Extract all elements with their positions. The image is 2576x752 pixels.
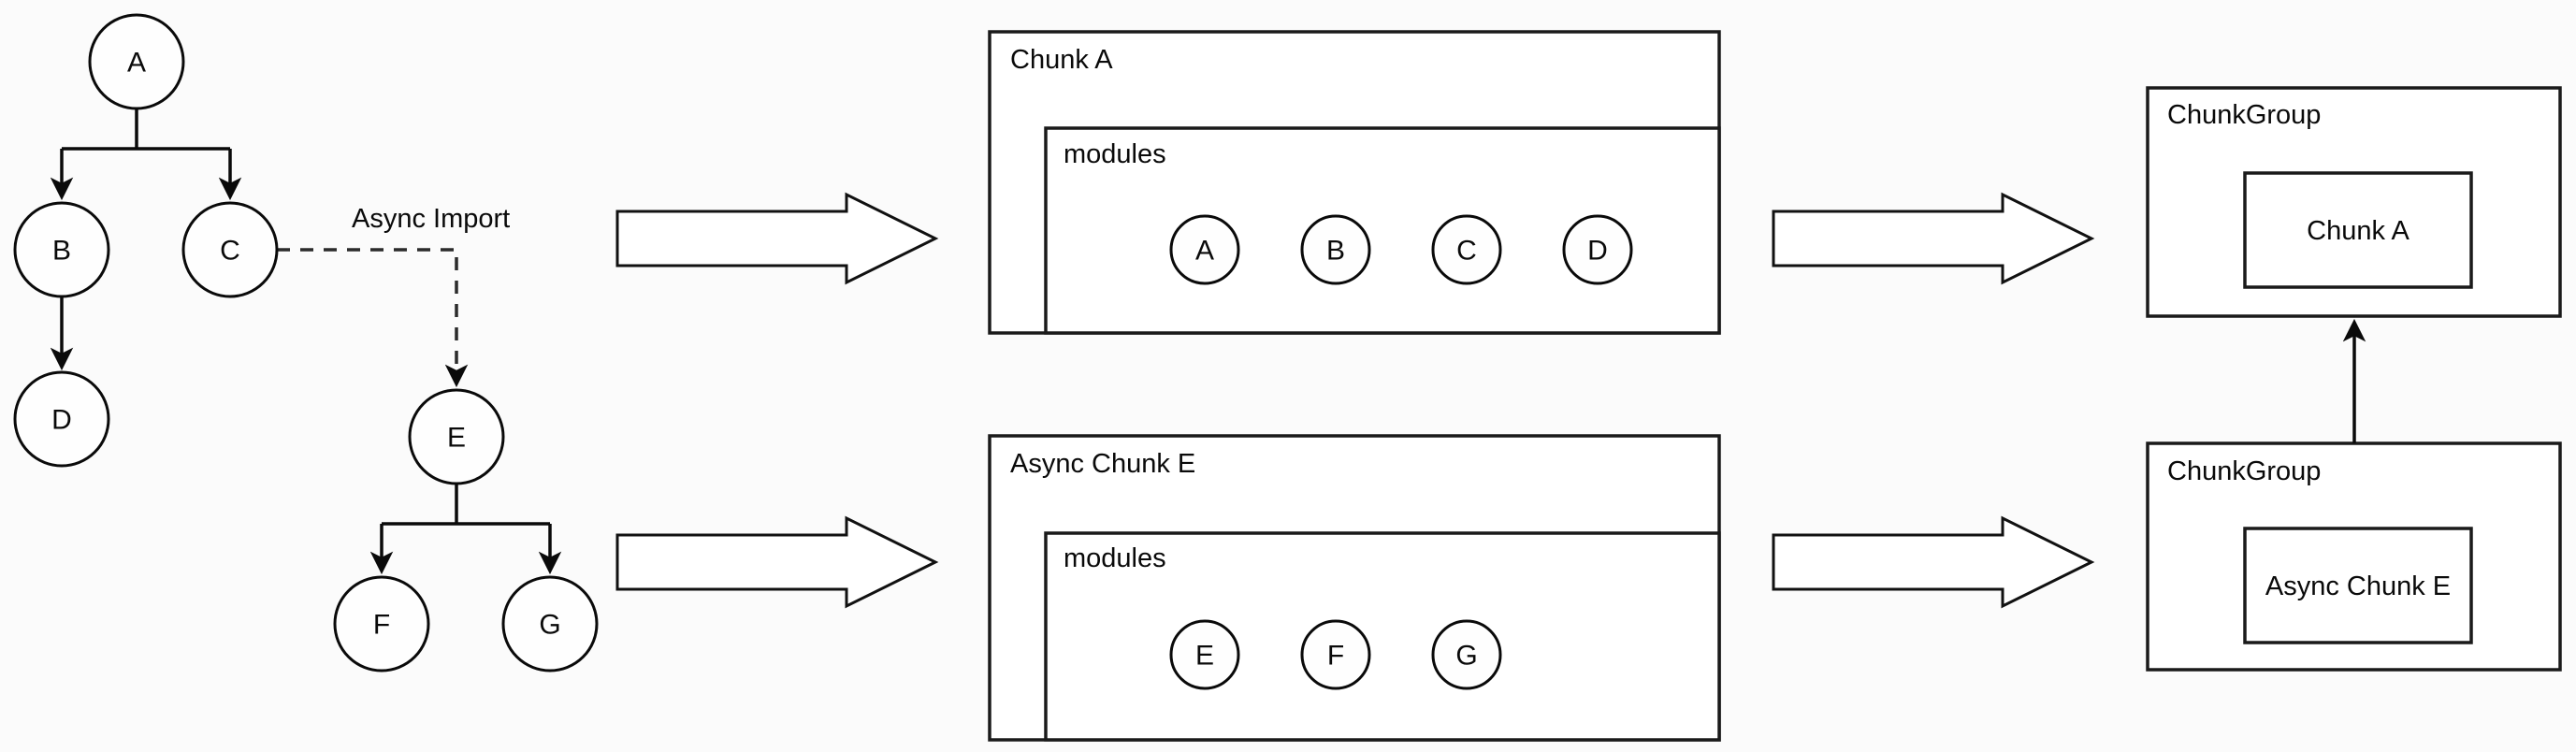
node-e-label: E <box>447 423 466 454</box>
node-g-circle[interactable] <box>501 575 599 672</box>
async-chunk-e-module-e-circle[interactable] <box>1169 619 1240 690</box>
arrow-chunk-a-to-group <box>1772 192 2095 285</box>
arrow-graph-to-chunk-e <box>615 515 939 609</box>
edge-c-to-e-async <box>277 248 469 388</box>
arrow-graph-to-chunk-a <box>615 192 939 285</box>
chunk-a-module-d-label: D <box>1587 236 1608 267</box>
async-chunk-e-module-f-label: F <box>1327 641 1344 672</box>
chunk-a-module-b[interactable]: B <box>1300 214 1371 285</box>
chunk-a-module-c-circle[interactable] <box>1431 214 1502 285</box>
node-e[interactable]: E <box>408 388 505 485</box>
chunk-group-a-chunk-label: Chunk A <box>2307 216 2410 246</box>
chunk-group-e-title: ChunkGroup <box>2167 456 2321 486</box>
async-chunk-e-box[interactable]: Async Chunk E modules E F G <box>988 434 1721 742</box>
arrow-chunk-e-to-group <box>1772 515 2095 609</box>
node-f-label: F <box>373 610 390 641</box>
node-a-circle[interactable] <box>88 13 185 110</box>
chunk-a-box[interactable]: Chunk A modules A B C D <box>988 30 1721 335</box>
async-chunk-e-module-g[interactable]: G <box>1431 619 1502 690</box>
chunk-a-module-a-label: A <box>1195 236 1214 267</box>
node-a[interactable]: A <box>88 13 185 110</box>
node-c[interactable]: C <box>181 201 279 298</box>
chunk-a-module-a-circle[interactable] <box>1169 214 1240 285</box>
chunk-a-module-b-circle[interactable] <box>1300 214 1371 285</box>
chunk-a-module-d-circle[interactable] <box>1562 214 1633 285</box>
async-chunk-e-modules-label: modules <box>1064 543 1166 573</box>
chunk-a-title: Chunk A <box>1010 45 1113 75</box>
node-c-circle[interactable] <box>181 201 279 298</box>
module-graph-group: Async Import A B C D <box>13 13 599 672</box>
node-g-label: G <box>539 610 560 641</box>
node-f[interactable]: F <box>333 575 430 672</box>
node-b[interactable]: B <box>13 201 110 298</box>
node-d-label: D <box>51 405 72 436</box>
chunk-a-module-b-label: B <box>1326 236 1345 267</box>
async-chunk-e-title: Async Chunk E <box>1010 449 1195 479</box>
async-chunk-e-module-f[interactable]: F <box>1300 619 1371 690</box>
chunk-group-a-title: ChunkGroup <box>2167 100 2321 130</box>
chunk-group-a-box[interactable]: ChunkGroup Chunk A <box>2146 86 2562 318</box>
chunk-a-module-d[interactable]: D <box>1562 214 1633 285</box>
chunk-a-module-c-label: C <box>1456 236 1477 267</box>
async-import-label: Async Import <box>352 204 510 234</box>
node-b-circle[interactable] <box>13 201 110 298</box>
async-chunk-e-module-e[interactable]: E <box>1169 619 1240 690</box>
chunk-a-modules-label: modules <box>1064 139 1166 169</box>
async-chunk-e-module-g-label: G <box>1455 641 1477 672</box>
node-d-circle[interactable] <box>13 370 110 468</box>
node-f-circle[interactable] <box>333 575 430 672</box>
node-b-label: B <box>52 236 71 267</box>
node-d[interactable]: D <box>13 370 110 468</box>
async-chunk-e-module-e-label: E <box>1195 641 1214 672</box>
node-e-circle[interactable] <box>408 388 505 485</box>
chunk-group-e-box[interactable]: ChunkGroup Async Chunk E <box>2146 441 2562 672</box>
async-chunk-e-modules-rect[interactable] <box>1044 531 1721 742</box>
chunk-a-module-a[interactable]: A <box>1169 214 1240 285</box>
node-a-label: A <box>127 48 146 79</box>
chunk-group-a-chunk-rect[interactable] <box>2243 171 2473 289</box>
chunk-group-e-chunk-rect[interactable] <box>2243 527 2473 644</box>
async-chunk-e-module-g-circle[interactable] <box>1431 619 1502 690</box>
node-g[interactable]: G <box>501 575 599 672</box>
node-c-label: C <box>220 236 240 267</box>
chunk-a-module-c[interactable]: C <box>1431 214 1502 285</box>
chunk-group-e-chunk-label: Async Chunk E <box>2265 571 2451 601</box>
async-chunk-e-module-f-circle[interactable] <box>1300 619 1371 690</box>
